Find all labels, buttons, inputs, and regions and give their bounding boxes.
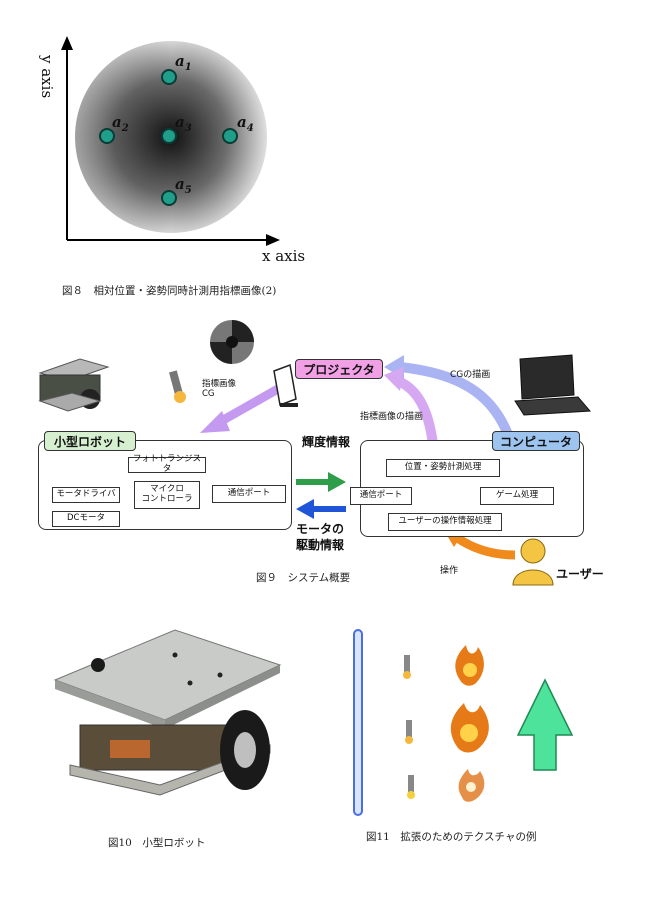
operation-label: 操作 <box>440 566 459 576</box>
projector-tag: プロジェクタ <box>295 359 383 379</box>
game-block: ゲーム処理 <box>480 487 554 505</box>
fire-texture-3 <box>458 769 485 802</box>
marker-draw-label: 指標画像の描画 <box>360 412 424 422</box>
motor-info-label: モータの 駆動情報 <box>296 522 345 553</box>
brightness-info-label: 輝度情報 <box>302 435 351 449</box>
x-axis-label: x axis <box>262 247 306 265</box>
texture-examples <box>350 625 600 825</box>
robot-thumbnail <box>38 358 110 412</box>
figure-9-caption: 図９ システム概要 <box>256 572 351 584</box>
marker-a5 <box>161 190 177 206</box>
pose-measure-block: 位置・姿勢計測処理 <box>386 459 500 477</box>
point-label-a1: a1 <box>175 52 192 73</box>
figure-11: 図11 拡張のためのテクスチャの例 <box>330 615 650 855</box>
x-axis-arrowhead <box>266 234 280 246</box>
motor-arrowhead <box>296 499 314 519</box>
microcontroller-block: マイクロ コントローラ <box>134 481 200 509</box>
projector-icon <box>273 363 298 407</box>
brightness-arrowhead <box>328 472 346 492</box>
figure-10-caption: 図10 小型ロボット <box>108 837 206 849</box>
computer-tag: コンピュータ <box>492 431 580 451</box>
marker-a2 <box>99 128 115 144</box>
flashlight-texture-3 <box>407 775 415 799</box>
user-icon <box>512 538 554 586</box>
laptop-icon <box>514 354 592 416</box>
flashlight-icon <box>169 370 186 403</box>
motor-driver-block: モータドライバ <box>52 487 120 503</box>
marker-image-thumbnail <box>210 320 254 364</box>
projection-arrowhead <box>200 411 230 433</box>
marker-a1 <box>161 69 177 85</box>
marker-image-label: 指標画像 CG <box>202 379 237 400</box>
point-label-a2: a2 <box>112 113 129 134</box>
computer-comm-port-block: 通信ポート <box>350 487 412 505</box>
figure-8-caption: 図８ 相対位置・姿勢同時計測用指標画像(2) <box>62 285 277 297</box>
robot-photo <box>40 625 300 820</box>
operation-arrow <box>453 533 516 560</box>
point-label-a5: a5 <box>175 175 192 196</box>
fire-texture-1 <box>455 645 484 686</box>
marker-a4 <box>222 128 238 144</box>
figure-8-graphic <box>61 36 280 246</box>
robot-comm-port-block: 通信ポート <box>212 485 286 503</box>
light-beam-texture <box>353 629 363 816</box>
fire-texture-2 <box>450 703 489 753</box>
cg-draw-label: CGの描画 <box>450 370 491 380</box>
marker-draw-arrowhead <box>384 367 404 391</box>
dc-motor-block: DCモータ <box>52 511 120 527</box>
flashlight-texture-2 <box>405 720 413 744</box>
up-arrow-texture <box>516 678 574 771</box>
marker-a3 <box>161 128 177 144</box>
robot-tag: 小型ロボット <box>44 431 136 451</box>
user-label: ユーザー <box>556 567 604 581</box>
y-axis-label: y axis <box>38 55 56 99</box>
figure-10: 図10 小型ロボット <box>0 615 320 855</box>
user-input-block: ユーザーの操作情報処理 <box>388 513 502 531</box>
y-axis-arrowhead <box>61 36 73 50</box>
flashlight-texture-1 <box>403 655 411 679</box>
point-label-a3: a3 <box>175 113 192 134</box>
point-label-a4: a4 <box>237 113 254 134</box>
figure-8: y axis x axis a1 a2 a3 a4 a5 図８ 相対位置・姿勢同… <box>0 0 650 300</box>
figure-11-caption: 図11 拡張のためのテクスチャの例 <box>366 831 537 843</box>
figure-9: プロジェクタ 指標画像 CG CGの描画 指標画像の描画 小型ロボット フォトト… <box>0 315 650 595</box>
phototransistor-block: フォトトランジスタ <box>128 454 206 474</box>
